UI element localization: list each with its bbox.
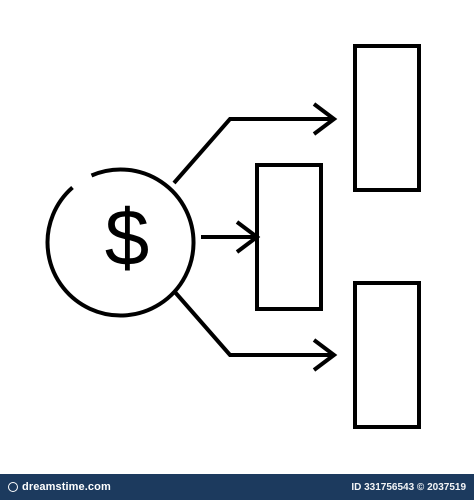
money-distribution-illustration: $ [45, 44, 421, 429]
image-id: ID 331756543 © 2037519 [351, 481, 466, 493]
watermark-footer: dreamstime.com ID 331756543 © 2037519 [0, 474, 474, 500]
brand-logo-icon [8, 482, 18, 492]
top-right-box [353, 44, 421, 192]
brand-name: dreamstime.com [22, 481, 111, 493]
upper-arrow-head [312, 102, 338, 136]
lower-arrow-head [312, 338, 338, 372]
bottom-right-box [353, 281, 421, 429]
coin-circle [45, 167, 196, 318]
upper-arrow-line [172, 117, 334, 185]
lower-arrow-line [172, 289, 334, 357]
footer-brand: dreamstime.com [8, 481, 111, 493]
middle-box [255, 163, 323, 311]
dollar-sign-icon: $ [105, 193, 150, 282]
